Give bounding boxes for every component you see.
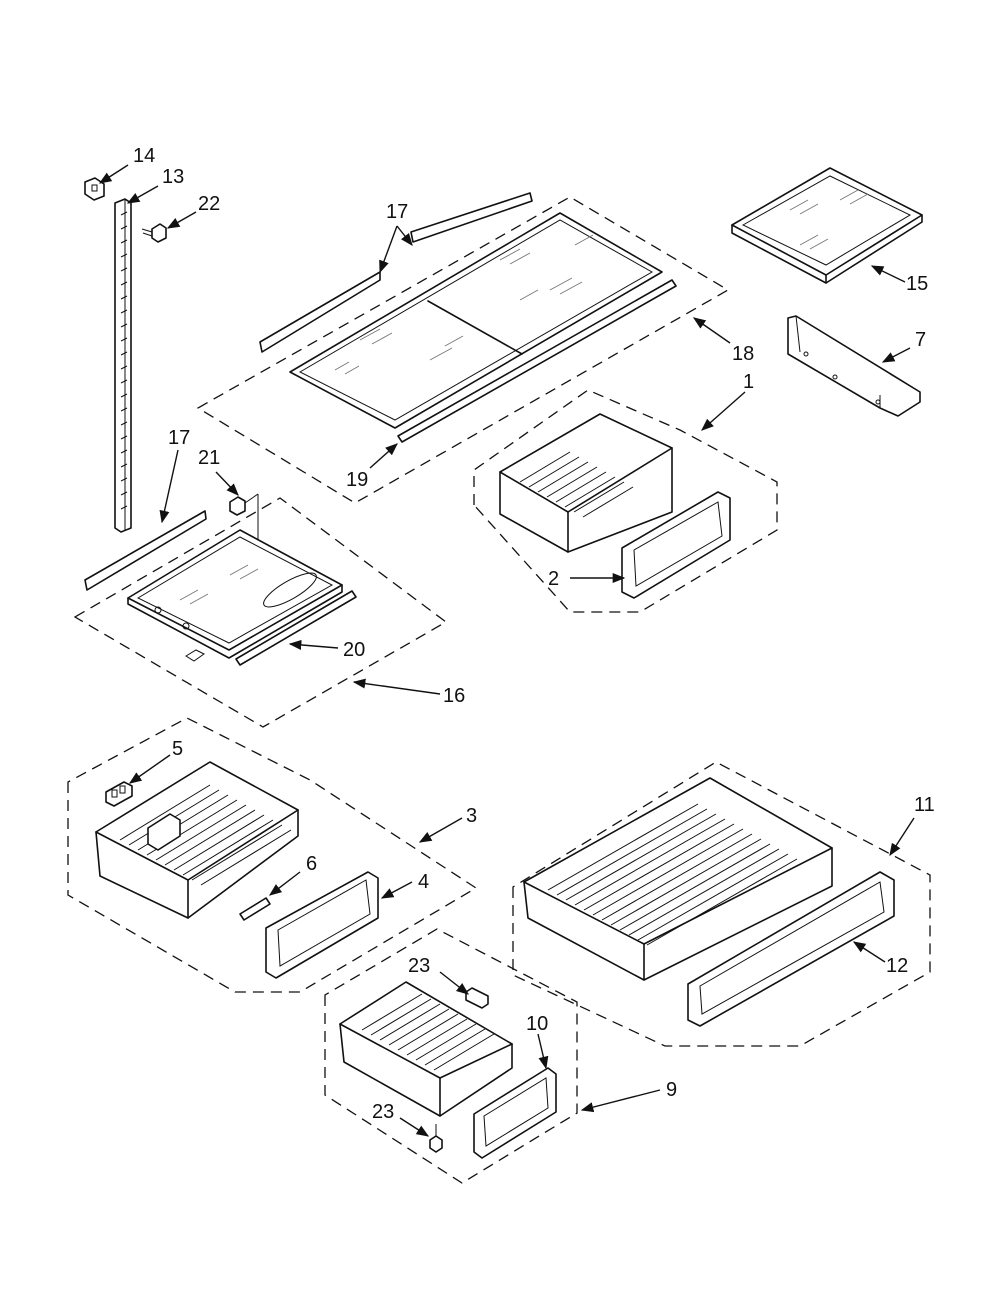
shelf-assembly-18 — [259, 192, 677, 443]
screw-part-23-upper — [465, 987, 489, 1009]
outline-1 — [473, 389, 778, 613]
screw-part-23-lower — [429, 1124, 443, 1153]
callout-12: 12 — [886, 955, 908, 977]
callout-11: 11 — [914, 794, 935, 816]
part-5 — [105, 781, 133, 807]
outline-9 — [324, 928, 578, 1184]
drawer-front-part-2 — [621, 491, 731, 599]
shelf-part-15 — [731, 167, 923, 284]
callout-17-upper: 17 — [386, 201, 408, 223]
callout-17-lower: 17 — [168, 427, 190, 449]
callout-19: 19 — [346, 469, 368, 491]
callout-4: 4 — [418, 871, 429, 893]
callout-23-lower: 23 — [372, 1101, 394, 1123]
callout-23-upper: 23 — [408, 955, 430, 977]
callout-15: 15 — [906, 273, 928, 295]
callout-10: 10 — [526, 1013, 548, 1035]
callout-13: 13 — [162, 166, 184, 188]
drawer-front-part-12 — [687, 871, 895, 1027]
screw-part-22 — [141, 223, 167, 243]
assembly-outlines — [67, 196, 931, 1184]
callout-2: 2 — [548, 568, 559, 590]
drawer-part-1 — [499, 413, 673, 553]
screw-part-21 — [229, 493, 259, 545]
cover-part-7 — [787, 315, 921, 417]
trim-part-20 — [235, 590, 357, 666]
shelf-assembly-16 — [84, 510, 357, 666]
callout-3: 3 — [466, 805, 477, 827]
leader-arrows — [98, 164, 915, 1137]
callout-9: 9 — [666, 1079, 677, 1101]
outline-11 — [512, 761, 931, 1047]
callout-5: 5 — [172, 738, 183, 760]
callout-14: 14 — [133, 145, 155, 167]
drawer-part-3 — [95, 761, 299, 919]
drawer-part-11 — [523, 777, 833, 981]
trim-part-19 — [397, 279, 677, 443]
rail-part-17-lower — [84, 510, 207, 591]
callout-6: 6 — [306, 853, 317, 875]
clip-part-14 — [84, 177, 105, 201]
rail-part-17-right — [410, 192, 533, 243]
outline-18 — [196, 196, 730, 504]
drawer-front-part-4 — [265, 871, 379, 979]
rail-part-13 — [114, 198, 132, 533]
callout-16: 16 — [443, 685, 465, 707]
drawer-part-9 — [339, 981, 513, 1117]
callout-22: 22 — [198, 193, 220, 215]
callout-20: 20 — [343, 639, 365, 661]
outline-3 — [67, 717, 478, 993]
callout-1: 1 — [743, 371, 754, 393]
callout-labels: 14 13 22 17 15 7 18 1 17 21 19 2 20 16 5… — [133, 145, 935, 1123]
outline-16 — [73, 497, 448, 728]
rail-part-17-left — [259, 271, 381, 353]
callout-18: 18 — [732, 343, 754, 365]
callout-21: 21 — [198, 447, 220, 469]
part-6 — [239, 897, 271, 921]
callout-7: 7 — [915, 329, 926, 351]
